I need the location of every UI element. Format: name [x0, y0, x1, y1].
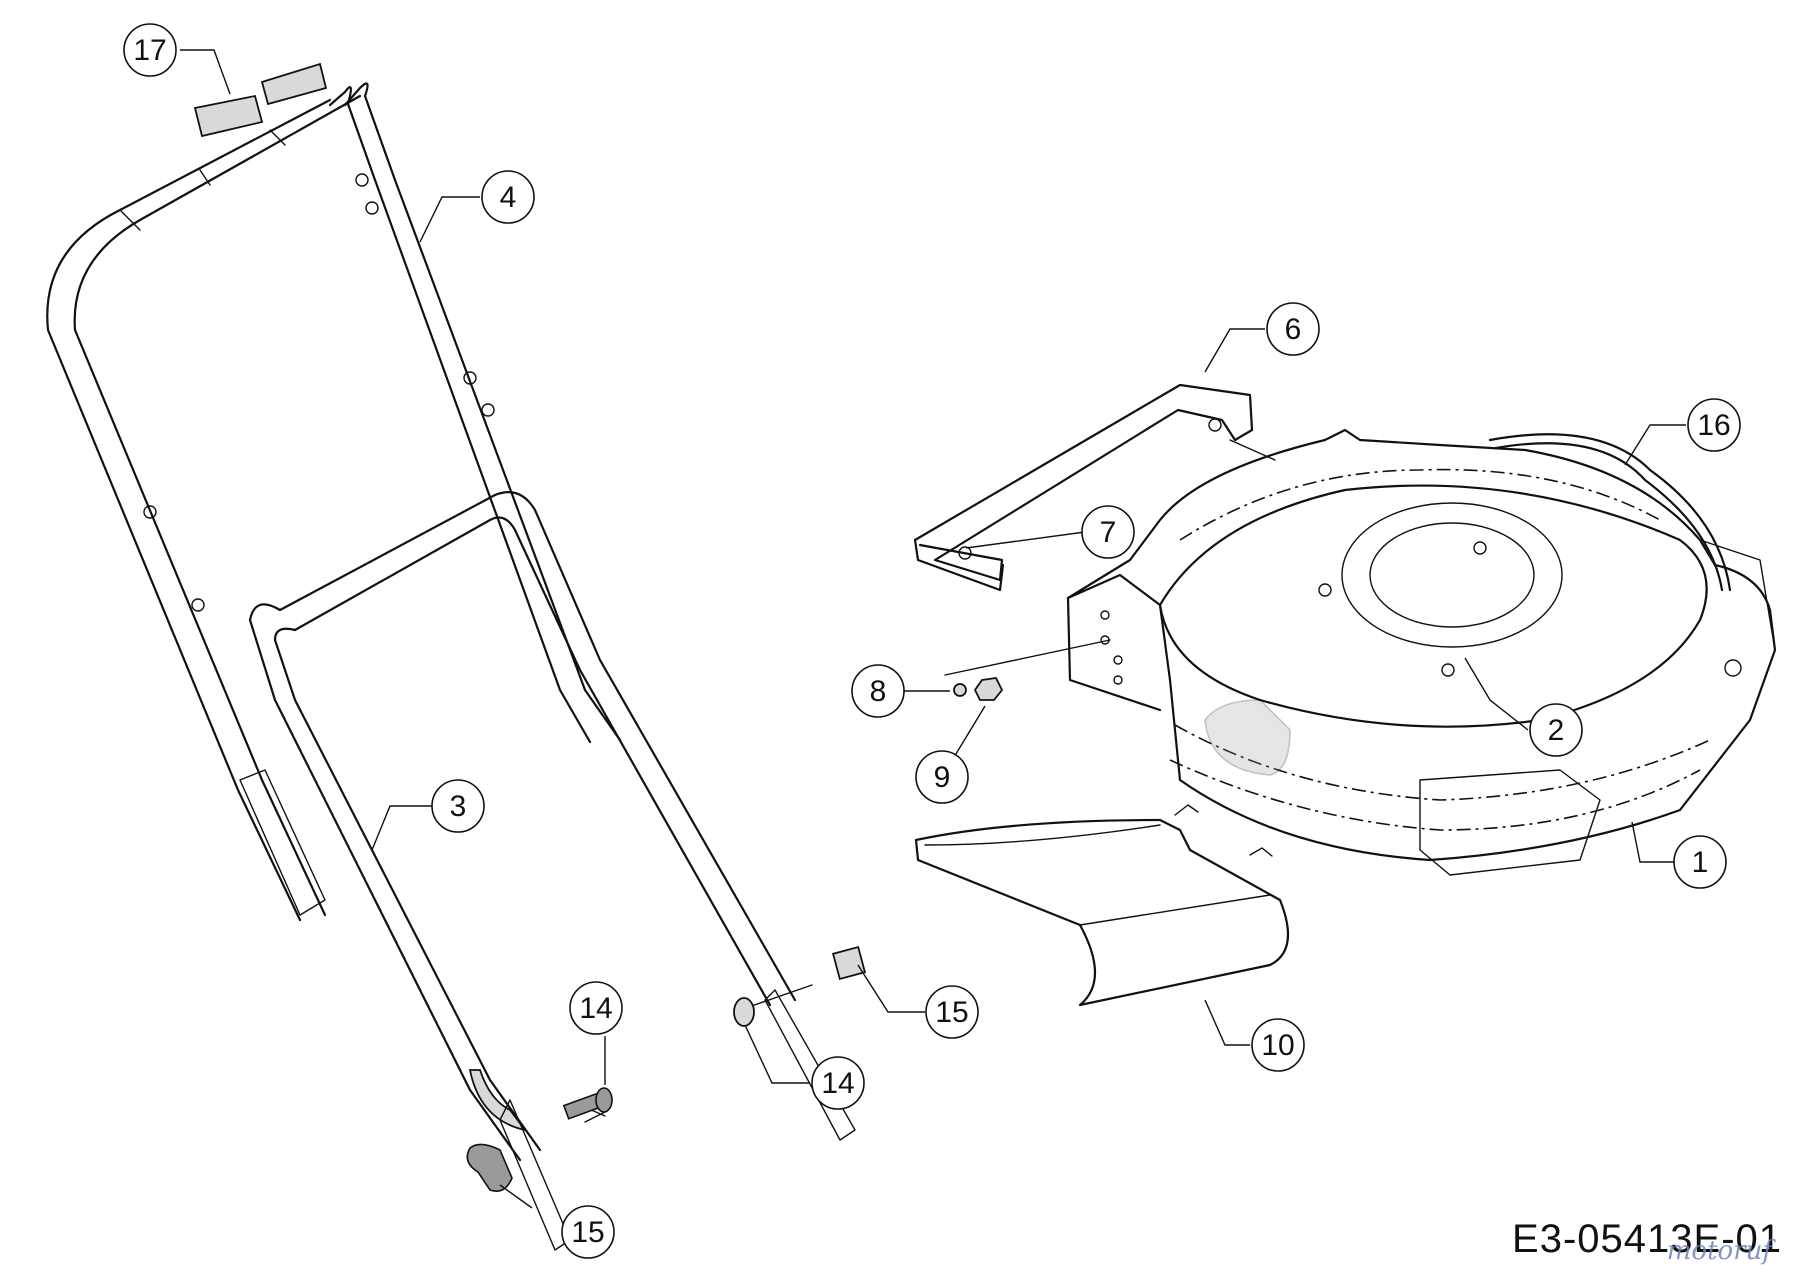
- svg-text:2: 2: [1548, 714, 1565, 747]
- callout-7: 7: [1081, 505, 1135, 559]
- svg-text:14: 14: [579, 992, 612, 1025]
- fasteners-left: [466, 1087, 613, 1192]
- diagram-code: E3-05413E-01: [1512, 1217, 1782, 1261]
- svg-text:17: 17: [133, 34, 166, 67]
- callout-2: 2: [1529, 703, 1583, 757]
- callout-1: 1: [1673, 835, 1727, 889]
- svg-text:6: 6: [1285, 313, 1302, 346]
- grip-pads: [193, 62, 328, 138]
- callout-6: 6: [1266, 302, 1320, 356]
- svg-text:3: 3: [450, 790, 467, 823]
- callout-14-left: 14: [569, 981, 623, 1035]
- callout-16: 16: [1687, 398, 1741, 452]
- nut-washer: [944, 639, 1111, 701]
- svg-text:14: 14: [821, 1067, 854, 1100]
- callout-4: 4: [481, 170, 535, 224]
- leader-lines: [180, 49, 1686, 1209]
- svg-text:7: 7: [1100, 516, 1117, 549]
- svg-text:16: 16: [1697, 409, 1730, 442]
- mower-deck: [1066, 428, 1777, 876]
- svg-text:9: 9: [934, 761, 951, 794]
- callout-10: 10: [1251, 1018, 1305, 1072]
- upper-handle: [46, 82, 622, 922]
- callout-8: 8: [851, 664, 905, 718]
- svg-text:15: 15: [571, 1216, 604, 1249]
- callout-3: 3: [431, 779, 485, 833]
- callout-9: 9: [915, 750, 969, 804]
- callout-15-right: 15: [925, 985, 979, 1039]
- watermark-logo: motoruf: [1666, 1236, 1772, 1266]
- discharge-deflector: [914, 804, 1290, 1007]
- svg-text:4: 4: [500, 181, 517, 214]
- svg-text:8: 8: [870, 675, 887, 708]
- callout-17: 17: [123, 23, 177, 77]
- rear-bracket: [913, 383, 1276, 592]
- svg-text:10: 10: [1261, 1029, 1294, 1062]
- svg-text:1: 1: [1692, 846, 1709, 879]
- seal-strip: [1488, 433, 1732, 592]
- lower-handle: [248, 491, 856, 1251]
- svg-text:15: 15: [935, 996, 968, 1029]
- callout-15-left: 15: [561, 1205, 615, 1259]
- callout-14-right: 14: [811, 1056, 865, 1110]
- fasteners-right: [733, 945, 867, 1027]
